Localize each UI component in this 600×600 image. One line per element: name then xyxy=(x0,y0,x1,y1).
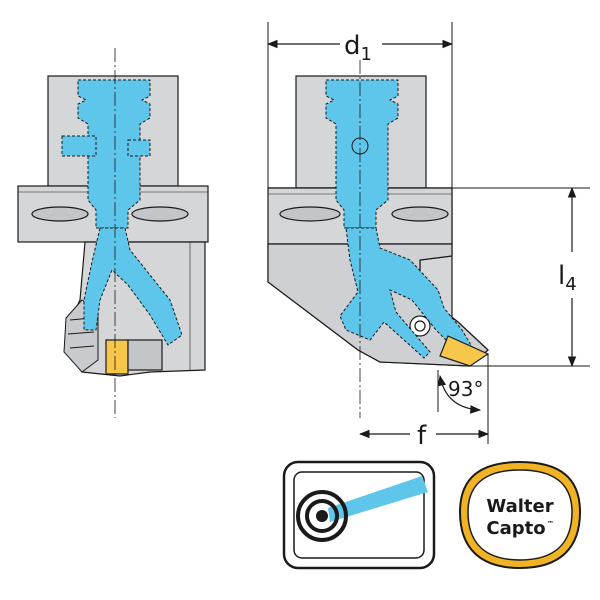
dimension-d1: d1 xyxy=(266,22,454,188)
l4-label: l4 xyxy=(558,261,577,295)
dimension-angle: 93° xyxy=(437,370,483,414)
logo-tm: ™ xyxy=(547,520,554,528)
side-view xyxy=(17,48,209,418)
walter-capto-logo: Walter Capto ™ xyxy=(458,460,582,570)
d1-label: d1 xyxy=(344,31,372,65)
f-label: f xyxy=(417,421,427,451)
logo-line1: Walter xyxy=(486,496,553,517)
front-view xyxy=(267,60,490,418)
side-view-insert xyxy=(105,339,163,375)
logo-line2: Capto xyxy=(486,518,545,539)
side-view-coolant-channel xyxy=(61,79,183,346)
internal-coolant-target-icon xyxy=(282,460,436,570)
dimension-l4: l4 xyxy=(426,186,590,368)
dimension-f: f xyxy=(358,354,490,451)
angle-label: 93° xyxy=(448,377,483,401)
